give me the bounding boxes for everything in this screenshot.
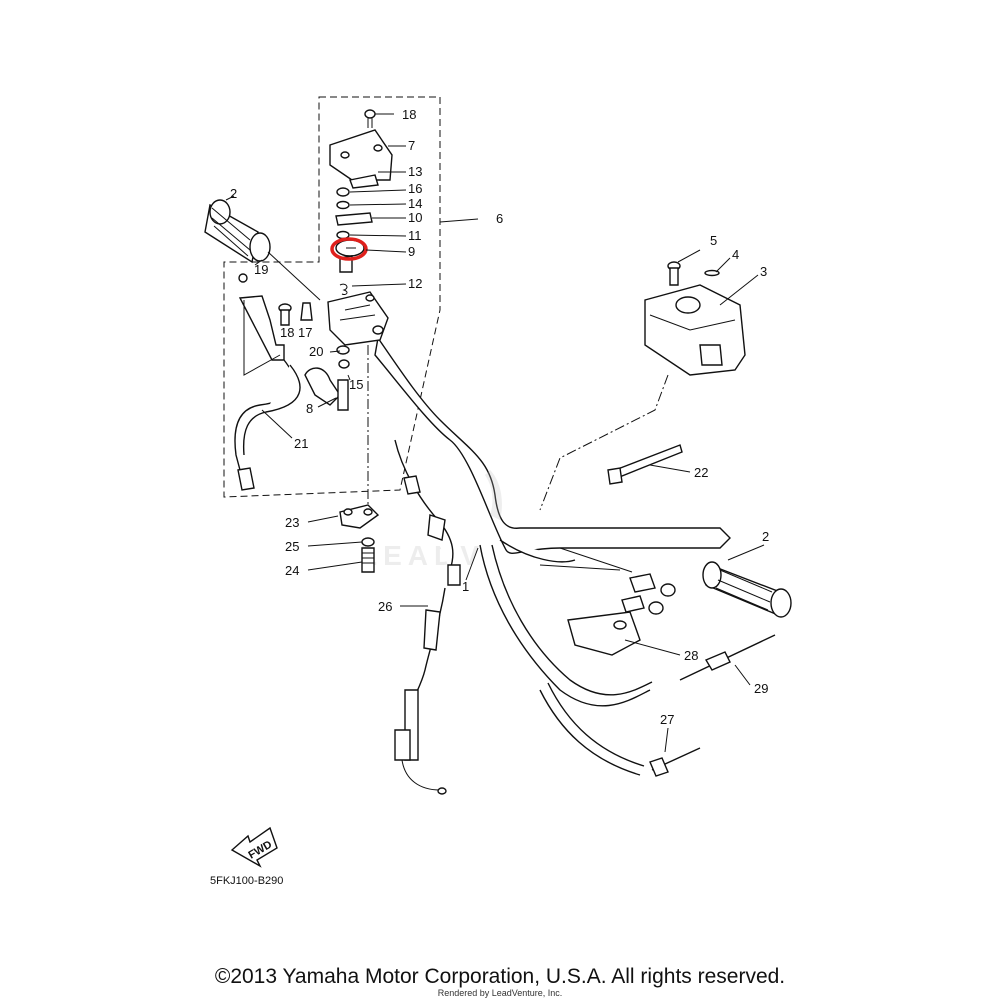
callout-25: 25 <box>285 539 299 554</box>
callout-12: 12 <box>408 276 422 291</box>
cable-19-21 <box>234 273 301 491</box>
screw-18-top <box>364 109 376 128</box>
callout-7: 7 <box>408 138 415 153</box>
callout-8: 8 <box>306 401 313 416</box>
callout-3: 3 <box>760 264 767 279</box>
callout-4: 4 <box>732 247 739 262</box>
callout-17: 17 <box>298 325 312 340</box>
callout-16: 16 <box>408 181 422 196</box>
callout-2-left: 2 <box>230 186 237 201</box>
callout-15: 15 <box>349 377 363 392</box>
cable-end-27 <box>649 747 701 777</box>
washer-25 <box>361 537 375 547</box>
handlebar-holder-upper <box>644 284 746 376</box>
copyright-notice: ©2013 Yamaha Motor Corporation, U.S.A. A… <box>214 965 786 988</box>
callout-14: 14 <box>408 196 422 211</box>
callout-18-lower: 18 <box>280 325 294 340</box>
callout-20: 20 <box>309 344 323 359</box>
callout-19: 19 <box>254 262 268 277</box>
highlight-ring-part-9 <box>330 237 368 261</box>
throttle-housing-cover <box>329 129 393 189</box>
switch-cables <box>479 539 653 776</box>
bolts-17-18 <box>278 302 313 326</box>
throttle-housing-body <box>327 291 389 346</box>
assembly-boundary-6 <box>223 96 479 498</box>
ring-4 <box>704 269 720 277</box>
throttle-lever-8 <box>304 359 350 411</box>
callout-13: 13 <box>408 164 422 179</box>
throttle-cable-26 <box>394 439 461 795</box>
fwd-arrow-icon: FWD <box>230 826 278 868</box>
leader-lines <box>225 113 765 753</box>
callout-2-right: 2 <box>762 529 769 544</box>
callout-6: 6 <box>496 211 503 226</box>
washer-20 <box>336 345 350 355</box>
callout-18: 18 <box>402 107 416 122</box>
bolt-24 <box>361 547 375 573</box>
handlebar-tube <box>374 336 731 555</box>
callout-21: 21 <box>294 436 308 451</box>
callout-29: 29 <box>754 681 768 696</box>
lever-bracket-parts <box>621 573 676 615</box>
callout-11: 11 <box>408 228 422 243</box>
callout-9: 9 <box>408 244 415 259</box>
right-grip <box>702 561 792 618</box>
callout-24: 24 <box>285 563 299 578</box>
callout-23: 23 <box>285 515 299 530</box>
rendered-by-credit: Rendered by LeadVenture, Inc. <box>437 988 563 998</box>
callout-5: 5 <box>710 233 717 248</box>
callout-27: 27 <box>660 712 674 727</box>
callout-10: 10 <box>408 210 422 225</box>
callout-1: 1 <box>462 579 469 594</box>
lower-clamp-23 <box>339 504 380 529</box>
callout-26: 26 <box>378 599 392 614</box>
cable-29 <box>679 634 776 681</box>
master-cylinder-28 <box>567 611 641 656</box>
diagram-code: 5FKJ100-B290 <box>210 875 283 887</box>
screw-5 <box>667 261 681 286</box>
callout-28: 28 <box>684 648 698 663</box>
left-grip <box>204 199 321 301</box>
callout-22: 22 <box>694 465 708 480</box>
callout-labels: 18 7 13 16 14 10 11 9 6 2 19 12 18 17 20… <box>230 107 769 727</box>
cable-tie-22 <box>607 444 683 485</box>
